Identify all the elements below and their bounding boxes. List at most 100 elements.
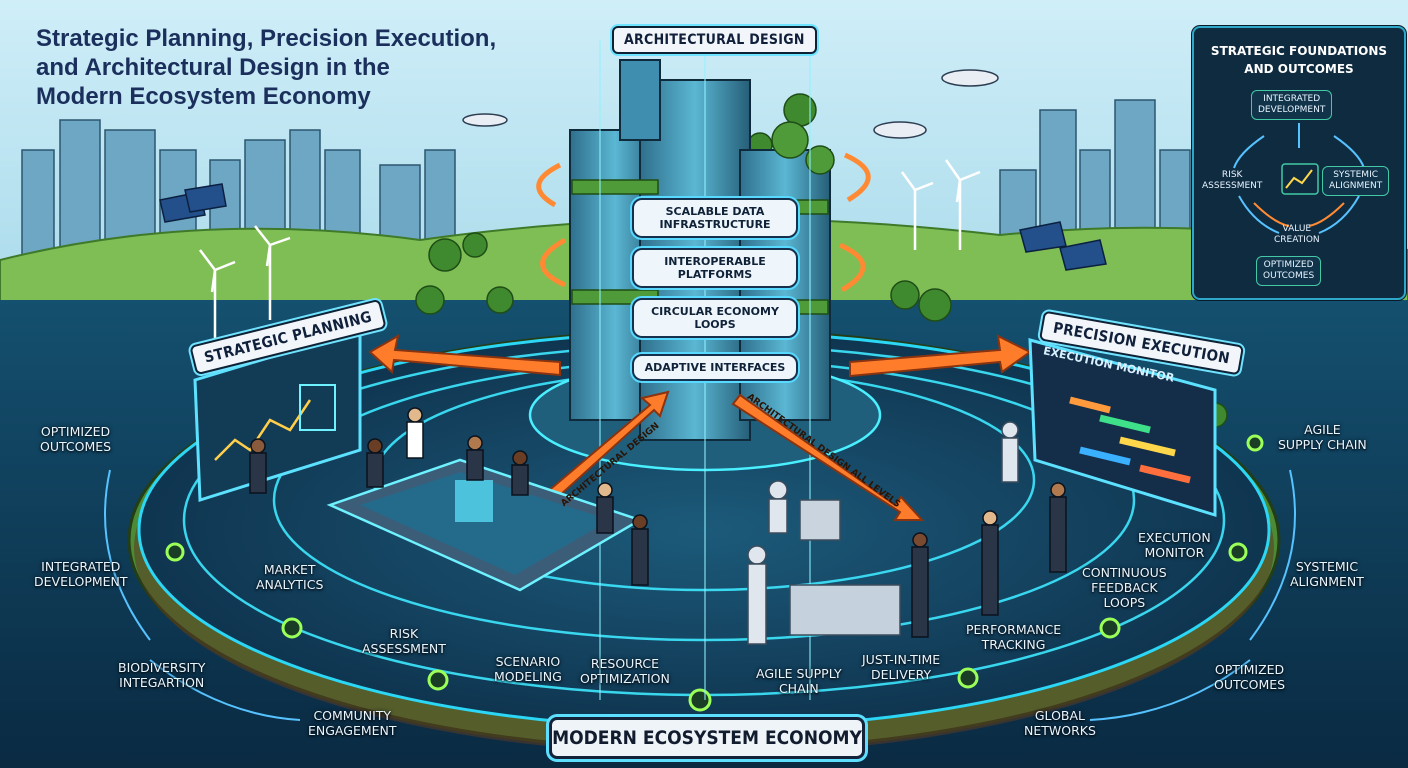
label-line: TRACKING <box>981 637 1046 652</box>
label-scenario-modeling: SCENARIO MODELING <box>494 654 562 684</box>
label-line: LOOPS <box>1103 595 1146 610</box>
tower-layer-circular-economy: CIRCULAR ECONOMY LOOPS <box>632 298 798 338</box>
tower-layer-line: INFRASTRUCTURE <box>659 218 771 231</box>
tower-layer-line: PLATFORMS <box>677 268 753 281</box>
panel-node-systemic-alignment: SYSTEMIC ALIGNMENT <box>1322 166 1390 196</box>
tower-orbit-arrows <box>536 152 871 293</box>
panel-node-line: DEVELOPMENT <box>1258 105 1326 115</box>
label-line: SYSTEMIC <box>1295 559 1359 574</box>
panel-title: STRATEGIC FOUNDATIONS AND OUTCOMES <box>1194 42 1404 78</box>
ecosystem-title: MODERN ECOSYSTEM ECONOMY <box>549 717 865 759</box>
label-line: MARKET <box>263 562 316 577</box>
label-line: CHAIN <box>778 681 819 696</box>
label-biodiversity-integration: BIODIVERSITY INTEGARTION <box>118 660 205 690</box>
label-market-analytics: MARKET ANALYTICS <box>256 562 323 592</box>
label-line: AGILE SUPPLY <box>756 666 842 681</box>
label-line: BIODIVERSITY <box>118 660 206 675</box>
title-line: Strategic Planning, Precision Execution, <box>36 25 497 52</box>
people <box>249 407 1067 638</box>
panel-node-line: RISK <box>1221 170 1243 180</box>
label-agile-supply-chain-right: AGILE SUPPLY CHAIN <box>1278 422 1367 452</box>
label-line: ANALYTICS <box>256 577 324 592</box>
panel-node-line: SYSTEMIC <box>1333 170 1379 180</box>
label-line: OPTIMIZED <box>40 424 111 439</box>
execution-monitor-screen <box>1028 338 1217 518</box>
label-line: AGILE <box>1304 422 1341 437</box>
panel-node-line: ASSESSMENT <box>1202 181 1263 191</box>
tower-layer-data-infrastructure: SCALABLE DATA INFRASTRUCTURE <box>632 198 798 238</box>
label-line: OPTIMIZATION <box>580 671 670 686</box>
panel-node-line: INTEGRATED <box>1263 94 1321 104</box>
label-execution-monitor: EXECUTION MONITOR <box>1138 530 1211 560</box>
label-line: MODELING <box>494 669 562 684</box>
label-line: DEVELOPMENT <box>34 574 128 589</box>
panel-node-line: VALUE <box>1282 224 1312 234</box>
label-integrated-development-left: INTEGRATED DEVELOPMENT <box>34 559 128 589</box>
label-line: EXECUTION <box>1138 530 1211 545</box>
label-line: FEEDBACK <box>1091 580 1158 595</box>
side-arrows <box>368 334 1032 521</box>
label-community-engagement: COMMUNITY ENGAGEMENT <box>308 708 397 738</box>
panel-title-line: STRATEGIC FOUNDATIONS <box>1210 44 1388 58</box>
label-line: SUPPLY CHAIN <box>1278 437 1367 452</box>
panel-cycle-arrows <box>1233 123 1365 234</box>
panel-node-integrated-development: INTEGRATED DEVELOPMENT <box>1251 90 1333 120</box>
tower-layer-adaptive-interfaces: ADAPTIVE INTERFACES <box>632 354 798 381</box>
panel-node-line: OPTIMIZED <box>1263 260 1314 270</box>
title-line: Modern Ecosystem Economy <box>36 83 371 110</box>
title-line: and Architectural Design in the <box>36 54 390 81</box>
label-line: INTEGARTION <box>119 675 205 690</box>
page-title: Strategic Planning, Precision Execution,… <box>36 24 596 111</box>
label-line: RESOURCE <box>590 656 660 671</box>
label-line: GLOBAL <box>1034 708 1086 723</box>
label-line: PERFORMANCE <box>966 622 1062 637</box>
tower-layer-line: SCALABLE DATA <box>665 205 765 218</box>
label-line: NETWORKS <box>1024 723 1096 738</box>
label-line: SCENARIO <box>495 654 561 669</box>
panel-node-line: ALIGNMENT <box>1329 181 1383 191</box>
panel-node-optimized-outcomes: OPTIMIZED OUTCOMES <box>1256 256 1322 286</box>
panel-node-value-creation: VALUE CREATION <box>1274 224 1320 246</box>
label-line: OPTIMIZED <box>1214 662 1285 677</box>
label-line: MONITOR <box>1144 545 1205 560</box>
foundations-panel: STRATEGIC FOUNDATIONS AND OUTCOMES INTEG… <box>1192 26 1406 300</box>
label-line: ASSESSMENT <box>362 641 446 656</box>
panel-node-line: OUTCOMES <box>1263 271 1315 281</box>
tower-layer-line: CIRCULAR ECONOMY <box>651 305 779 318</box>
label-line: DELIVERY <box>871 667 932 682</box>
label-optimized-outcomes-right: OPTIMIZED OUTCOMES <box>1214 662 1285 692</box>
ring-arrows <box>104 469 1296 721</box>
panel-title-line: AND OUTCOMES <box>1244 62 1354 76</box>
flying-vehicles <box>462 69 999 139</box>
label-line: ENGAGEMENT <box>308 723 397 738</box>
tower-layer-line: INTEROPERABLE <box>664 255 766 268</box>
ring-nodes <box>165 434 1264 712</box>
label-line: JUST-IN-TIME <box>862 652 941 667</box>
label-performance-tracking: PERFORMANCE TRACKING <box>966 622 1061 652</box>
label-line: CONTINUOUS <box>1082 565 1167 580</box>
label-optimized-outcomes-left: OPTIMIZED OUTCOMES <box>40 424 111 454</box>
label-line: OUTCOMES <box>1214 677 1286 692</box>
label-continuous-feedback-loops: CONTINUOUS FEEDBACK LOOPS <box>1082 565 1167 610</box>
wind-turbines <box>199 159 981 340</box>
solar-panels <box>159 183 1107 271</box>
label-line: OUTCOMES <box>40 439 112 454</box>
label-resource-optimization: RESOURCE OPTIMIZATION <box>580 656 670 686</box>
architectural-design-tag: ARCHITECTURAL DESIGN <box>612 26 817 54</box>
label-line: RISK <box>389 626 419 641</box>
tower-layer-platforms: INTEROPERABLE PLATFORMS <box>632 248 798 288</box>
label-line: ALIGNMENT <box>1290 574 1364 589</box>
label-just-in-time-delivery: JUST-IN-TIME DELIVERY <box>862 652 940 682</box>
panel-node-risk-assessment: RISK ASSESSMENT <box>1202 170 1262 192</box>
tower-layer-line: LOOPS <box>694 318 736 331</box>
label-line: COMMUNITY <box>313 708 392 723</box>
label-agile-supply-chain-bottom: AGILE SUPPLY CHAIN <box>756 666 842 696</box>
label-line: INTEGRATED <box>41 559 121 574</box>
label-risk-assessment: RISK ASSESSMENT <box>362 626 446 656</box>
panel-node-line: CREATION <box>1274 235 1320 245</box>
tower-layer-line: ADAPTIVE INTERFACES <box>644 361 786 374</box>
label-systemic-alignment-right: SYSTEMIC ALIGNMENT <box>1290 559 1364 589</box>
label-global-networks: GLOBAL NETWORKS <box>1024 708 1096 738</box>
robots <box>747 421 1019 645</box>
